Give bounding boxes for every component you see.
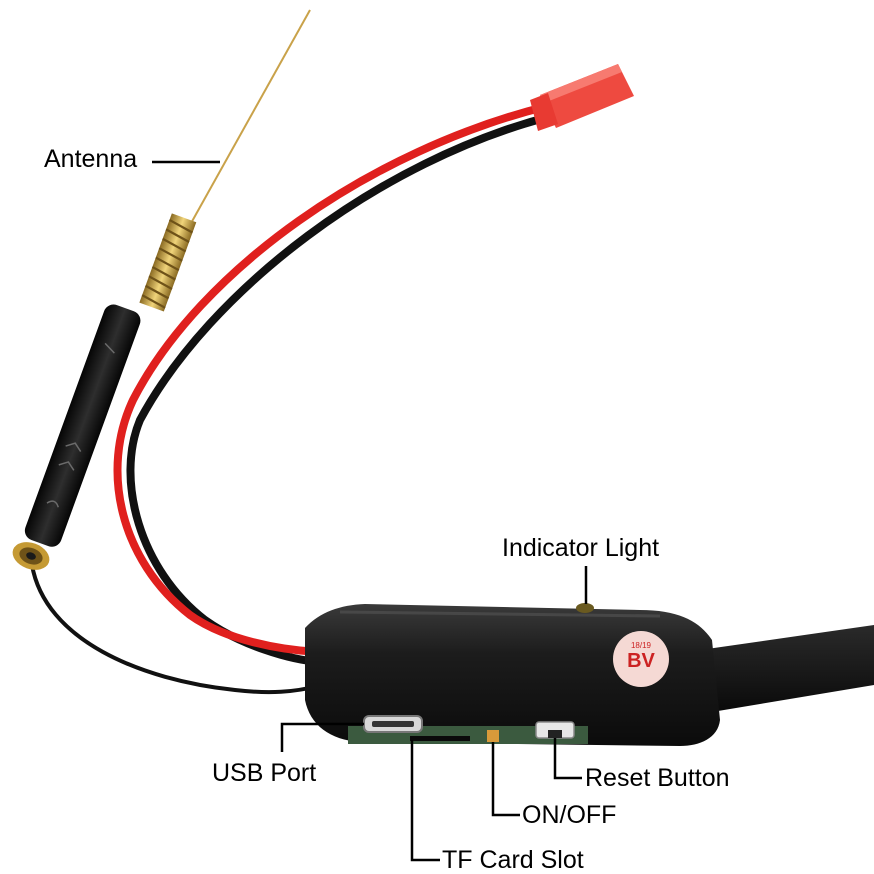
- red-power-connector: [530, 64, 634, 131]
- antenna-spring: [139, 213, 197, 312]
- leader-lines: [152, 160, 588, 862]
- on-off-leader: [491, 742, 520, 817]
- reset-button-label: Reset Button: [585, 764, 730, 792]
- antenna-wire: [189, 9, 311, 226]
- antenna-gold-ferrule: [12, 542, 50, 570]
- ribbon-cable: [700, 625, 874, 712]
- antenna-label: Antenna: [44, 145, 138, 173]
- sticker-subtext: 18/19: [631, 641, 652, 650]
- antenna-coax-wire: [30, 564, 319, 695]
- usb-port-label: USB Port: [212, 759, 317, 787]
- reset-leader: [553, 738, 582, 780]
- indicator-light-shape: [576, 603, 594, 613]
- on-off-label: ON/OFF: [522, 801, 617, 829]
- black-power-wire: [126, 112, 553, 666]
- red-power-wire: [113, 102, 549, 656]
- sticker-text: BV: [627, 650, 655, 672]
- tf-slot-shape: [410, 736, 470, 741]
- usb-leader: [280, 722, 364, 752]
- camera-board: [305, 603, 720, 746]
- indicator-light-label: Indicator Light: [502, 534, 660, 562]
- on-off-switch-shape: [487, 730, 499, 742]
- tf-card-slot-label: TF Card Slot: [442, 846, 584, 874]
- antenna-sleeve: [24, 304, 141, 547]
- qc-sticker: BV 18/19: [613, 631, 669, 687]
- tf-leader: [410, 740, 440, 862]
